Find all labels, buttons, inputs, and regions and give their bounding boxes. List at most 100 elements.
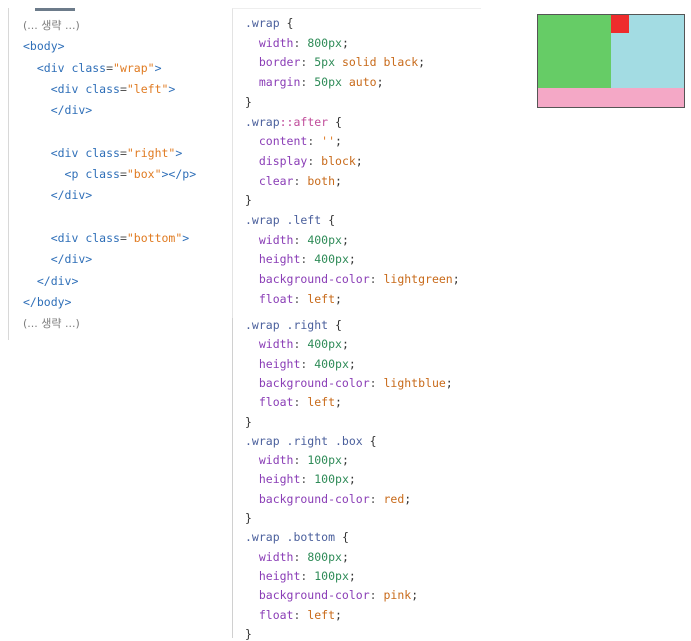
code-token: 400px	[314, 252, 349, 267]
code-token: :	[293, 173, 308, 188]
code-line: .wrap .right .box {	[245, 434, 377, 448]
code-token: height	[245, 252, 301, 267]
code-token: 5px	[314, 55, 336, 70]
code-token: =	[119, 231, 127, 245]
code-token: width	[245, 35, 294, 50]
code-token: 400px	[307, 337, 342, 352]
code-line: }	[245, 627, 252, 641]
code-token: <div	[23, 81, 86, 96]
code-token: lightblue	[383, 375, 446, 390]
code-token: class	[85, 231, 120, 245]
code-token: ;	[341, 549, 349, 564]
code-token: float	[245, 607, 294, 622]
code-line: background-color: pink;	[245, 588, 418, 602]
code-line: </div>	[23, 252, 93, 266]
code-line: border: 5px solid black;	[245, 55, 425, 69]
code-token: class	[71, 60, 107, 75]
code-line: (... 생략 ...)	[23, 316, 80, 330]
code-token: {	[286, 16, 294, 30]
preview-left-block	[538, 15, 611, 88]
css-code-panel-top: .wrap { width: 800px; border: 5px solid …	[232, 8, 481, 319]
code-token: :	[369, 272, 384, 287]
code-token: :	[300, 568, 315, 583]
code-token: :	[307, 153, 322, 168]
code-line: height: 400px;	[245, 252, 356, 266]
code-token: .wrap	[245, 114, 280, 129]
code-line: </body>	[23, 295, 71, 309]
code-token: border	[245, 55, 301, 70]
code-line: height: 400px;	[245, 357, 356, 371]
code-token: width	[245, 232, 294, 247]
code-line: background-color: red;	[245, 492, 411, 506]
code-token: :	[307, 134, 322, 149]
code-token: ;	[452, 272, 460, 287]
code-token: :	[369, 375, 384, 390]
code-token: }	[245, 414, 252, 429]
code-token: ;	[376, 75, 384, 90]
code-token: :	[293, 232, 308, 247]
code-line: <p class="box"></p>	[23, 167, 197, 182]
code-token: .wrap	[245, 16, 287, 30]
code-token: 800px	[307, 549, 342, 564]
code-token: </div>	[23, 273, 79, 288]
code-token: .wrap .right	[245, 318, 336, 332]
code-line: width: 400px;	[245, 337, 349, 351]
code-token: ;	[404, 491, 412, 506]
code-token: <div	[23, 145, 86, 160]
code-token: ;	[335, 607, 342, 622]
code-line: </div>	[23, 103, 93, 117]
render-preview	[537, 14, 685, 108]
code-token: =	[119, 167, 127, 182]
code-token: <div	[23, 60, 72, 75]
code-token: }	[245, 94, 252, 109]
code-line: width: 400px;	[245, 233, 349, 247]
code-token: display	[245, 153, 308, 168]
code-line: <body>	[23, 39, 65, 53]
code-line: }	[245, 193, 252, 207]
code-token: {	[341, 530, 349, 545]
code-line: .wrap .bottom {	[245, 530, 349, 544]
code-token: ;	[445, 375, 453, 390]
code-token: lightgreen	[383, 272, 453, 287]
code-token: ;	[348, 356, 356, 371]
code-token: 100px	[314, 472, 349, 487]
code-token: ;	[335, 395, 342, 410]
code-token: class	[85, 81, 120, 96]
code-token: ;	[348, 472, 356, 487]
code-token: :	[369, 588, 384, 603]
code-line: }	[245, 415, 252, 429]
code-token: <body>	[23, 39, 65, 54]
code-token: </body>	[23, 294, 72, 309]
code-token: "bottom"	[126, 231, 183, 245]
code-line: width: 800px;	[245, 36, 349, 50]
code-token: 50px	[314, 75, 342, 90]
code-token: background-color	[245, 588, 370, 603]
code-line: }	[245, 95, 252, 109]
code-token: =	[119, 81, 127, 96]
code-token: 800px	[307, 35, 342, 50]
code-token: height	[245, 568, 301, 583]
code-line: height: 100px;	[245, 472, 356, 486]
code-line: <div class="left">	[23, 81, 176, 96]
code-token: class	[85, 145, 120, 160]
code-token: black	[376, 55, 419, 70]
code-token: }	[245, 193, 252, 208]
code-token: }	[245, 626, 252, 641]
code-line: </div>	[23, 273, 79, 288]
code-line: .wrap::after {	[245, 115, 342, 129]
code-line: margin: 50px auto;	[245, 75, 384, 89]
code-token: {	[335, 318, 342, 332]
code-token: 100px	[307, 453, 342, 468]
code-token: {	[328, 213, 336, 227]
code-token: :	[293, 453, 308, 468]
code-token: :	[300, 55, 315, 70]
code-token: ''	[321, 134, 336, 149]
code-token: <div	[23, 231, 86, 245]
code-token: (... 생략 ...)	[23, 19, 80, 32]
code-token: margin	[245, 75, 301, 90]
code-token: :	[293, 607, 308, 622]
code-token: </div>	[23, 188, 93, 203]
code-token: :	[293, 337, 308, 352]
code-line: <div class="wrap">	[23, 61, 162, 75]
code-token: :	[300, 252, 315, 267]
